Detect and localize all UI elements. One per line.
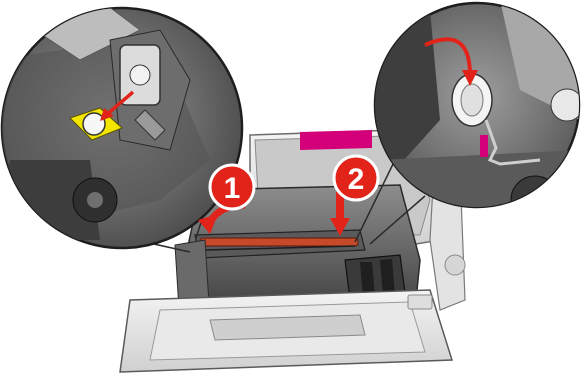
- left-zoom-callout: [0, 0, 242, 248]
- step-2-number: 2: [348, 163, 365, 196]
- step-1-badge: 1: [210, 165, 254, 209]
- front-door: [120, 290, 452, 372]
- step-1-number: 1: [224, 172, 241, 205]
- step-2-badge: 2: [334, 156, 378, 200]
